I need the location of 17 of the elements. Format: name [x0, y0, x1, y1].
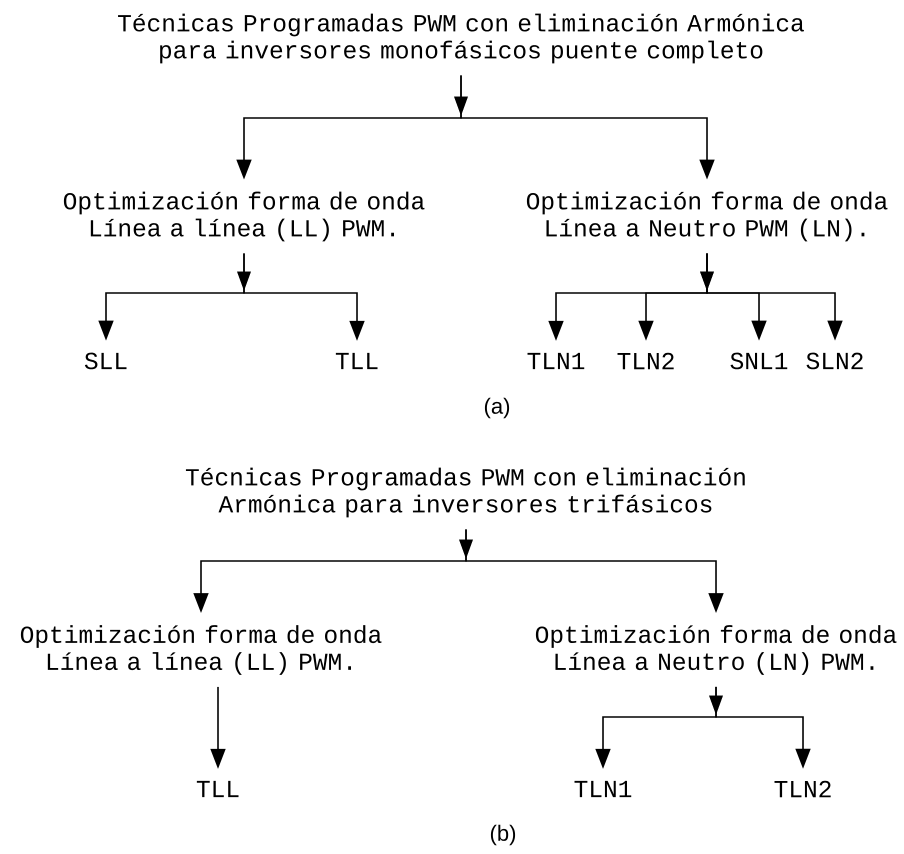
leaf-label: TLN1: [574, 780, 632, 798]
leaf-label: SLN2: [806, 352, 863, 370]
heading-text: Técnicas Programadas PWM con eliminación Armónica para inversores trifásicos: [186, 468, 745, 518]
leaf-label: SLL: [84, 352, 126, 370]
category-text: Optimización forma de onda Línea a línea (LL) PWM.: [64, 192, 424, 242]
leaf-label: TLN2: [618, 352, 674, 370]
panel-label: (a): [484, 398, 510, 418]
leaf-label: SNL1: [730, 352, 788, 370]
leaf-label: TLL: [336, 352, 378, 370]
category-text: Optimización forma de onda Línea a Neutro (LN) PWM.: [536, 625, 896, 675]
category-text: Optimización forma de onda Línea a línea (LL) PWM.: [20, 625, 382, 675]
leaf-label: TLN2: [774, 780, 831, 798]
leaf-label: TLL: [196, 780, 238, 798]
heading-text: Técnicas Programadas PWM con eliminación Armónica para inversores monofásicos puente completo: [118, 14, 804, 64]
category-text: Optimización forma de onda Línea a Neutro PWM (LN).: [526, 192, 888, 242]
leaf-label: TLN1: [528, 352, 584, 370]
panel-label: (b): [490, 824, 516, 846]
